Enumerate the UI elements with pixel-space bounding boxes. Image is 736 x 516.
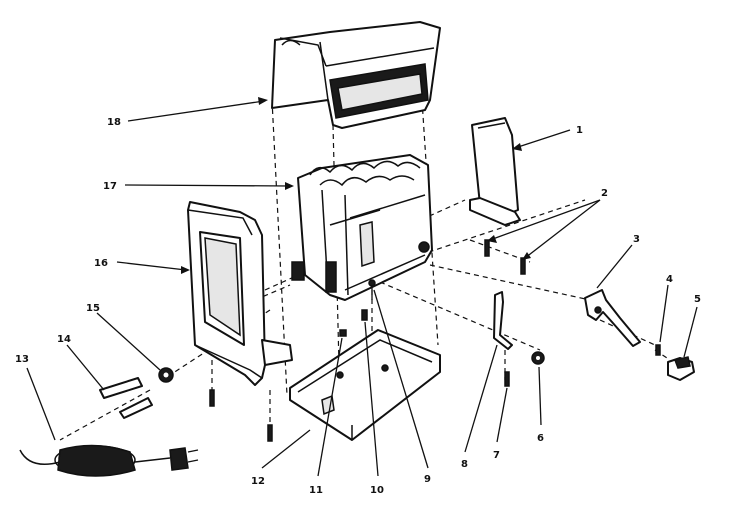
callout-3: 3 bbox=[633, 234, 640, 245]
callout-11: 11 bbox=[309, 485, 323, 496]
part-11-clip bbox=[339, 329, 347, 337]
part-12-base-plate bbox=[289, 329, 441, 441]
front-panel-screws bbox=[209, 389, 273, 442]
part-10-pin bbox=[361, 309, 368, 321]
part-3-switch-bracket bbox=[584, 289, 641, 347]
callout-10: 10 bbox=[370, 485, 384, 496]
part-17-element-assembly bbox=[291, 154, 433, 301]
callout-9: 9 bbox=[424, 474, 431, 485]
callout-16: 16 bbox=[94, 258, 108, 269]
callout-14: 14 bbox=[57, 334, 71, 345]
callout-8: 8 bbox=[461, 459, 468, 470]
callout-2: 2 bbox=[601, 188, 608, 199]
callout-15: 15 bbox=[86, 303, 100, 314]
part-15-bushing bbox=[158, 367, 174, 383]
leader-lines bbox=[26, 97, 698, 477]
part-7-screw bbox=[504, 371, 510, 387]
callout-4: 4 bbox=[666, 274, 673, 285]
callout-1: 1 bbox=[576, 125, 583, 136]
callout-18: 18 bbox=[107, 117, 121, 128]
callout-17: 17 bbox=[103, 181, 117, 192]
callout-13: 13 bbox=[15, 354, 29, 365]
part-16-front-panel bbox=[187, 201, 293, 386]
part-14-strain-relief bbox=[99, 377, 153, 419]
callout-12: 12 bbox=[251, 476, 265, 487]
part-6-nut bbox=[531, 351, 545, 365]
part-18-top-cover bbox=[271, 21, 441, 129]
part-4-screw bbox=[655, 344, 661, 356]
part-13-power-cord bbox=[19, 444, 199, 477]
part-9-spring bbox=[368, 279, 376, 300]
part-2-screws bbox=[484, 239, 526, 275]
callout-5: 5 bbox=[694, 294, 701, 305]
callout-6: 6 bbox=[537, 433, 544, 444]
callout-labels: 1 2 3 4 5 6 7 8 9 10 11 12 13 14 15 16 1… bbox=[15, 117, 701, 496]
part-5-knob bbox=[667, 356, 695, 381]
part-1-side-panel bbox=[469, 117, 521, 226]
callout-7: 7 bbox=[493, 450, 500, 461]
part-8-lever-rod bbox=[493, 291, 513, 350]
